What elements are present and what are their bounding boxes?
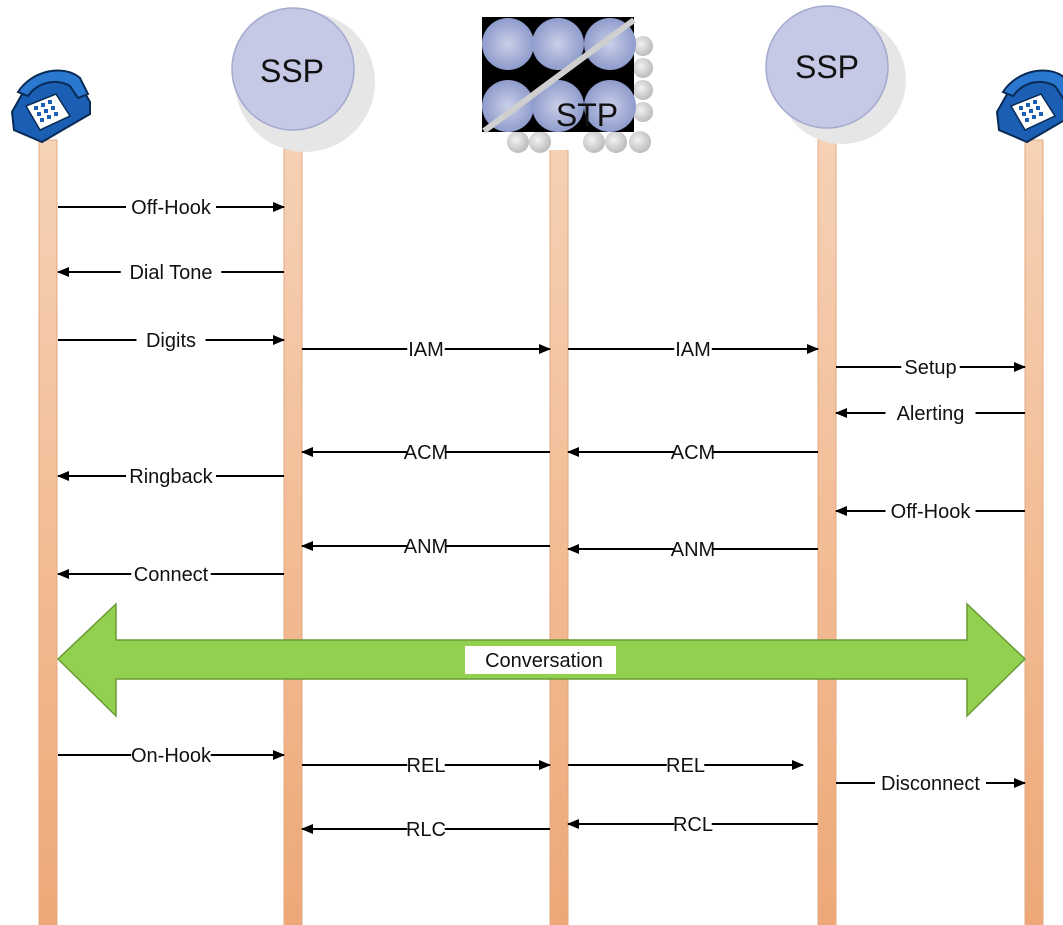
lifeline-ssp-a — [283, 129, 303, 925]
message-label: IAM — [408, 339, 444, 361]
ssp-left-node: SSP — [231, 7, 375, 152]
message-rel: REL — [302, 752, 551, 777]
message-label: Digits — [146, 330, 196, 352]
lifeline-stp — [549, 129, 569, 925]
ssp-right-label: SSP — [795, 49, 859, 85]
stp-node: STP — [482, 17, 654, 153]
message-dial-tone: Dial Tone — [57, 259, 284, 284]
message-acm: ACM — [301, 439, 550, 464]
stp-label: STP — [556, 97, 618, 133]
message-label: REL — [407, 755, 446, 777]
message-label: Disconnect — [881, 773, 980, 795]
message-label: Dial Tone — [129, 262, 212, 284]
message-label: Off-Hook — [131, 197, 212, 219]
message-ringback: Ringback — [57, 463, 284, 488]
message-label: ACM — [404, 442, 448, 464]
message-label: REL — [666, 755, 705, 777]
message-label: IAM — [675, 339, 711, 361]
message-iam: IAM — [302, 336, 551, 361]
message-rcl: RCL — [567, 811, 818, 836]
message-acm: ACM — [567, 439, 818, 464]
conversation-label: Conversation — [485, 650, 603, 672]
message-anm: ANM — [301, 533, 550, 558]
message-label: Setup — [904, 357, 956, 379]
message-digits: Digits — [58, 327, 285, 352]
message-iam: IAM — [568, 336, 819, 361]
message-anm: ANM — [567, 536, 818, 561]
message-label: Off-Hook — [891, 501, 972, 523]
message-connect: Connect — [57, 561, 284, 586]
message-label: ANM — [404, 536, 448, 558]
message-off-hook: Off-Hook — [835, 498, 1025, 523]
phone-icon-left — [10, 69, 91, 144]
message-label: ANM — [671, 539, 715, 561]
message-label: Alerting — [897, 403, 965, 425]
lifeline-ssp-b — [817, 129, 837, 925]
message-label: Connect — [134, 564, 209, 586]
message-label: RLC — [406, 819, 446, 841]
conversation-arrow: Conversation — [56, 602, 1027, 718]
message-label: Ringback — [129, 466, 213, 488]
message-disconnect: Disconnect — [836, 770, 1026, 795]
ssp-right-node: SSP — [765, 5, 906, 144]
message-label: RCL — [673, 814, 713, 836]
phone-icon-right — [995, 69, 1063, 144]
message-alerting: Alerting — [835, 400, 1025, 425]
message-setup: Setup — [836, 354, 1026, 379]
message-off-hook: Off-Hook — [58, 194, 285, 219]
message-rel: REL — [568, 752, 804, 777]
ssp-left-label: SSP — [260, 53, 324, 89]
lifelines — [38, 129, 1044, 925]
lifeline-phone-a — [38, 139, 58, 925]
lifeline-phone-b — [1024, 139, 1044, 925]
message-on-hook: On-Hook — [58, 742, 285, 767]
message-label: ACM — [671, 442, 715, 464]
message-rlc: RLC — [301, 816, 550, 841]
message-label: On-Hook — [131, 745, 212, 767]
